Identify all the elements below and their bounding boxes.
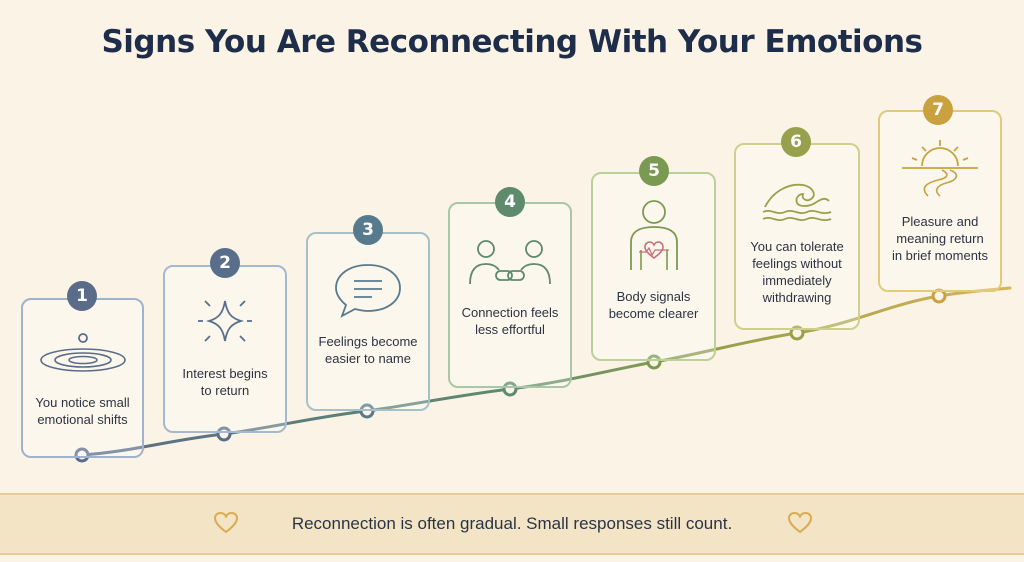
sunrise-path-icon — [880, 138, 1000, 198]
sparkle-icon — [165, 293, 285, 349]
step-7-text: Pleasure and meaning return in brief mom… — [891, 214, 989, 263]
step-1-node — [74, 447, 90, 463]
wave-icon — [736, 177, 858, 225]
step-1-badge: 1 — [67, 281, 97, 311]
water-ripple-icon — [23, 330, 142, 376]
step-card-4: Connection feels less effortful — [448, 202, 572, 388]
step-6-node — [789, 325, 805, 341]
step-card-5: Body signals become clearer — [591, 172, 716, 361]
step-6-badge: 6 — [781, 127, 811, 157]
footer-message: Reconnection is often gradual. Small res… — [291, 514, 733, 533]
speech-bubble-icon — [308, 260, 428, 320]
footer-banner: Reconnection is often gradual. Small res… — [0, 493, 1024, 555]
step-2-badge: 2 — [210, 248, 240, 278]
heart-icon — [213, 511, 239, 534]
step-3-badge: 3 — [353, 215, 383, 245]
step-5-badge: 5 — [639, 156, 669, 186]
step-card-2: Interest begins to return — [163, 265, 287, 433]
page-title: Signs You Are Reconnecting With Your Emo… — [101, 24, 923, 60]
step-card-6: You can tolerate feelings without immedi… — [734, 143, 860, 330]
heart-icon — [787, 511, 813, 534]
step-card-7: Pleasure and meaning return in brief mom… — [878, 110, 1002, 292]
step-card-3: Feelings become easier to name — [306, 232, 430, 411]
step-card-1: You notice small emotional shifts — [21, 298, 144, 458]
step-3-node — [359, 403, 375, 419]
step-7-badge: 7 — [923, 95, 953, 125]
step-4-text: Connection feels less effortful — [461, 305, 559, 337]
step-6-text: You can tolerate feelings without immedi… — [750, 239, 844, 305]
body-heart-icon — [593, 198, 714, 272]
step-3-text: Feelings become easier to name — [318, 334, 418, 366]
step-1-text: You notice small emotional shifts — [35, 395, 130, 427]
two-people-link-icon — [450, 238, 570, 290]
step-4-badge: 4 — [495, 187, 525, 217]
step-2-text: Interest begins to return — [182, 366, 268, 398]
step-5-text: Body signals become clearer — [608, 289, 699, 321]
